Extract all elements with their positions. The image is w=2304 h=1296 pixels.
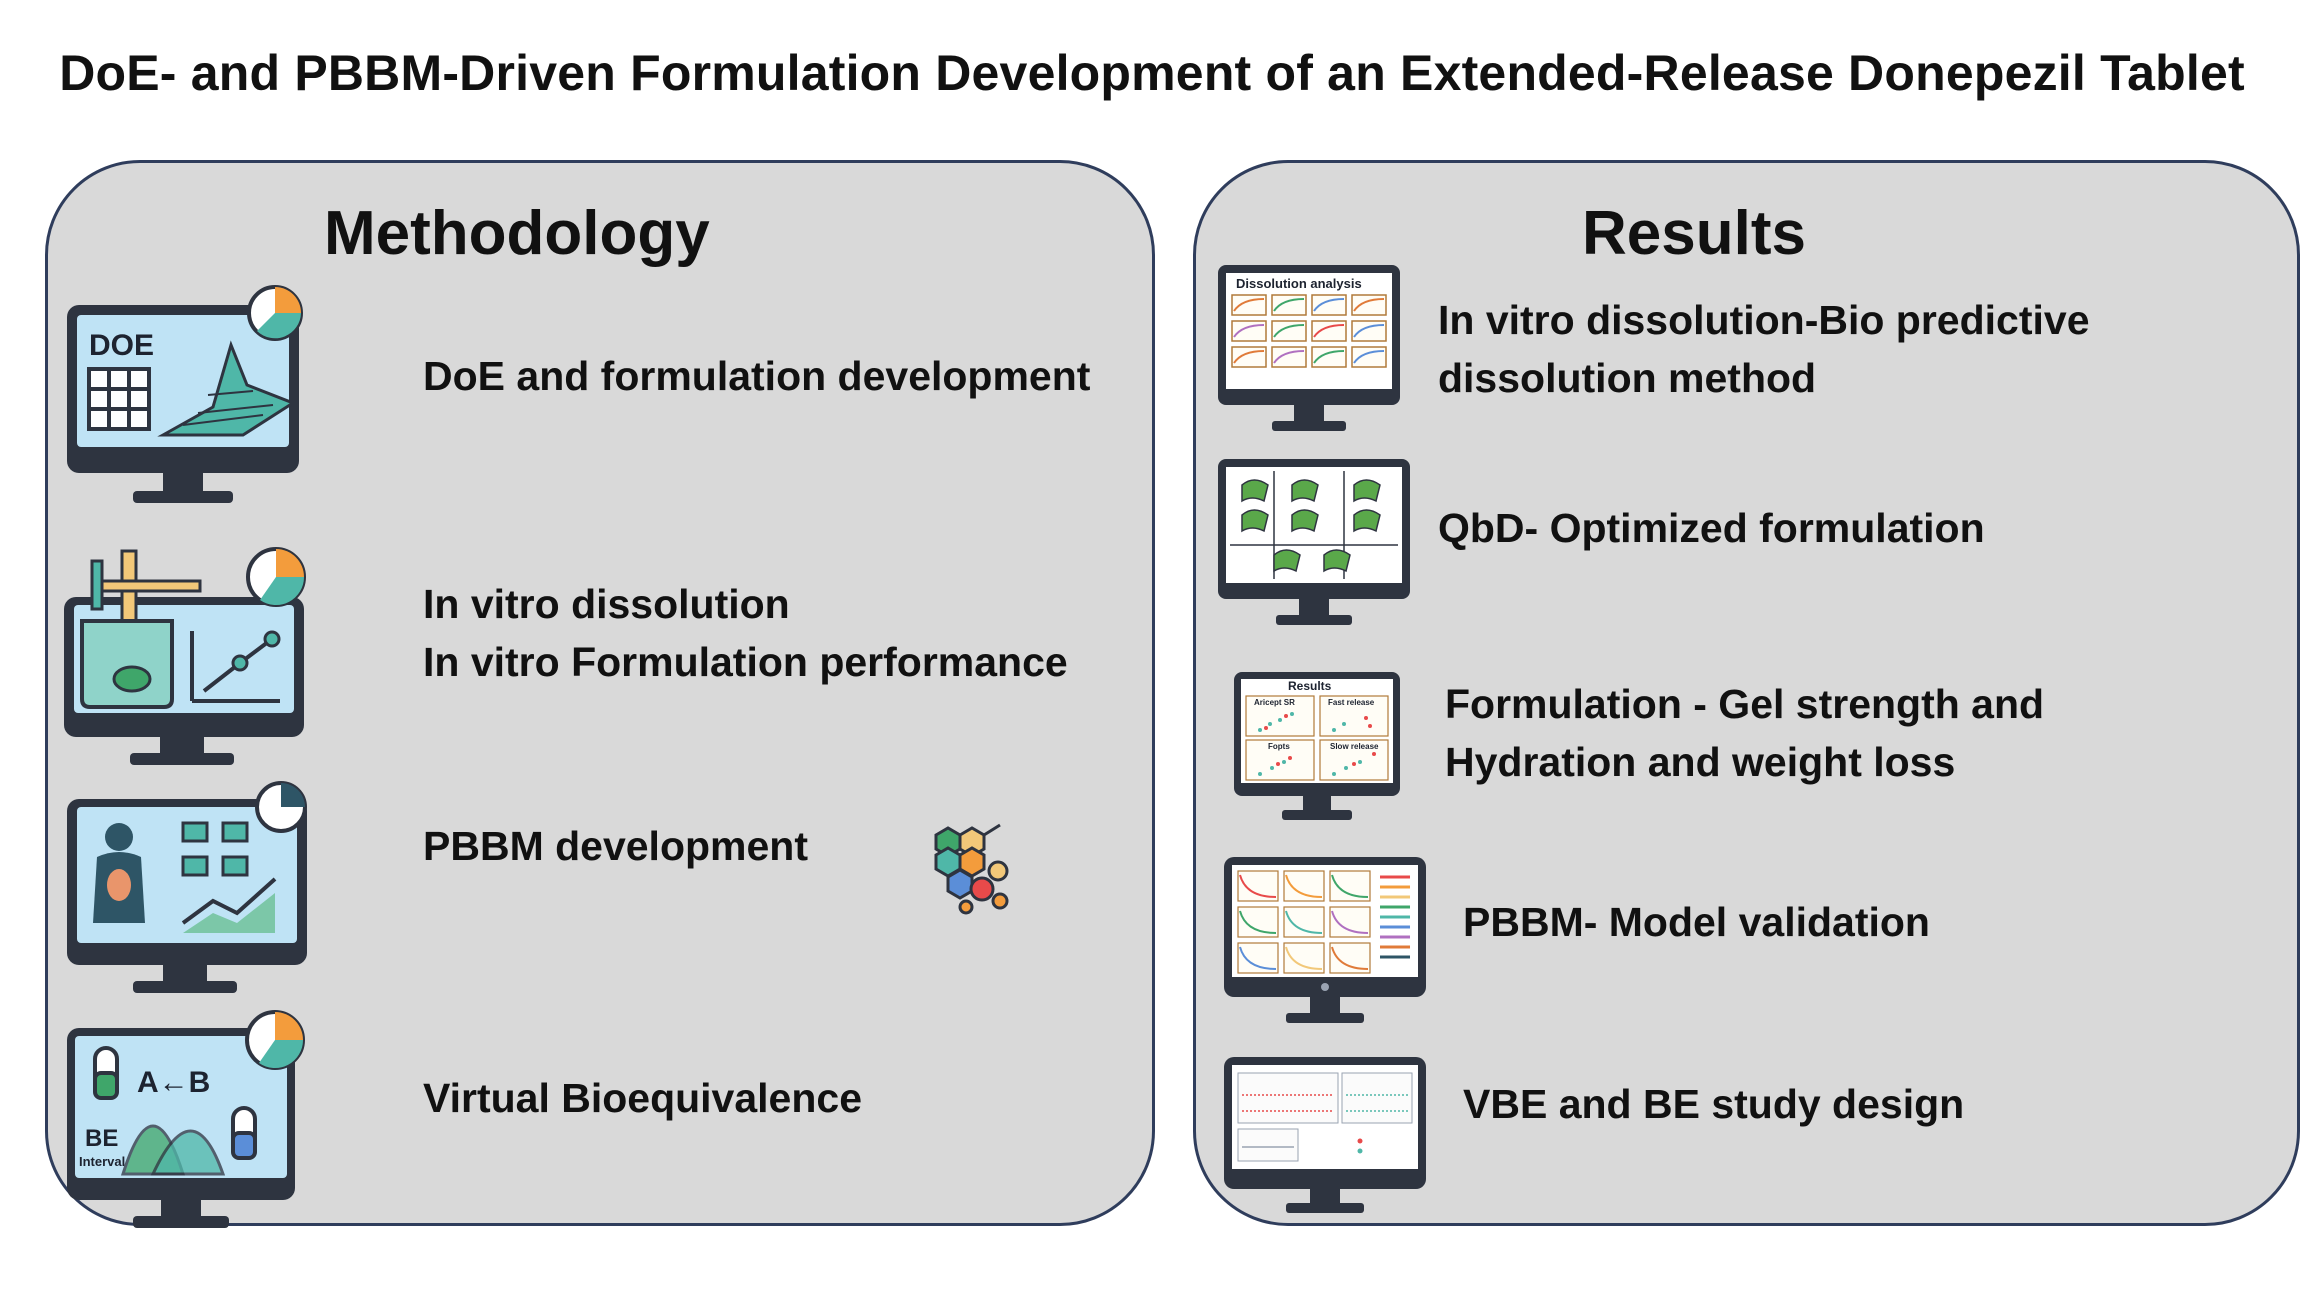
- model-validation-monitor-icon: [1224, 857, 1426, 1023]
- svg-text:Fopts: Fopts: [1268, 742, 1290, 751]
- svg-text:Slow release: Slow release: [1330, 742, 1379, 751]
- svg-text:Aricept SR: Aricept SR: [1254, 698, 1295, 707]
- results-monitor-icon: Results Aricept SR Fast release Fopts Sl…: [1234, 672, 1400, 820]
- methodology-item-1-text: DoE and formulation development: [423, 353, 1091, 399]
- be-design-monitor-icon: [1224, 1057, 1426, 1213]
- dissolution-analysis-monitor-icon: Dissolution analysis: [1218, 265, 1400, 431]
- surface-plots-monitor-icon: [1218, 459, 1410, 625]
- main-title: DoE- and PBBM-Driven Formulation Develop…: [59, 45, 2245, 101]
- methodology-item-2-text: In vitro dissolution In vitro Formulatio…: [423, 581, 1068, 685]
- results-item-4-text: PBBM- Model validation: [1463, 899, 1930, 945]
- molecule-icon: [934, 823, 1009, 915]
- doe-monitor-icon: DOE: [67, 285, 303, 503]
- methodology-panel: Methodology DOE DoE and formulation deve…: [45, 160, 1155, 1228]
- dissolution-monitor-icon: [64, 547, 306, 765]
- results-panel: Results Dissolution analysis In vitro di…: [1193, 160, 2300, 1226]
- svg-text:Fast release: Fast release: [1328, 698, 1375, 707]
- svg-text:DOE: DOE: [89, 329, 154, 362]
- methodology-item-3-text: PBBM development: [423, 823, 808, 869]
- svg-text:Dissolution analysis: Dissolution analysis: [1236, 276, 1362, 291]
- methodology-title: Methodology: [324, 199, 710, 268]
- svg-text:Interval: Interval: [79, 1154, 125, 1169]
- methodology-item-4-text: Virtual Bioequivalence: [423, 1075, 863, 1121]
- results-item-1-text: In vitro dissolution-Bio predictive diss…: [1438, 297, 2090, 401]
- results-title: Results: [1582, 199, 1806, 268]
- results-item-2-text: QbD- Optimized formulation: [1438, 505, 1985, 551]
- svg-text:A←B: A←B: [137, 1066, 210, 1099]
- bioequivalence-monitor-icon: A←B BE Interval: [67, 1010, 305, 1228]
- svg-text:BE: BE: [85, 1125, 118, 1152]
- results-item-3-text: Formulation - Gel strength and Hydration…: [1445, 681, 2045, 785]
- pbbm-monitor-icon: [67, 781, 307, 993]
- results-item-5-text: VBE and BE study design: [1463, 1081, 1965, 1127]
- svg-text:Results: Results: [1288, 679, 1332, 693]
